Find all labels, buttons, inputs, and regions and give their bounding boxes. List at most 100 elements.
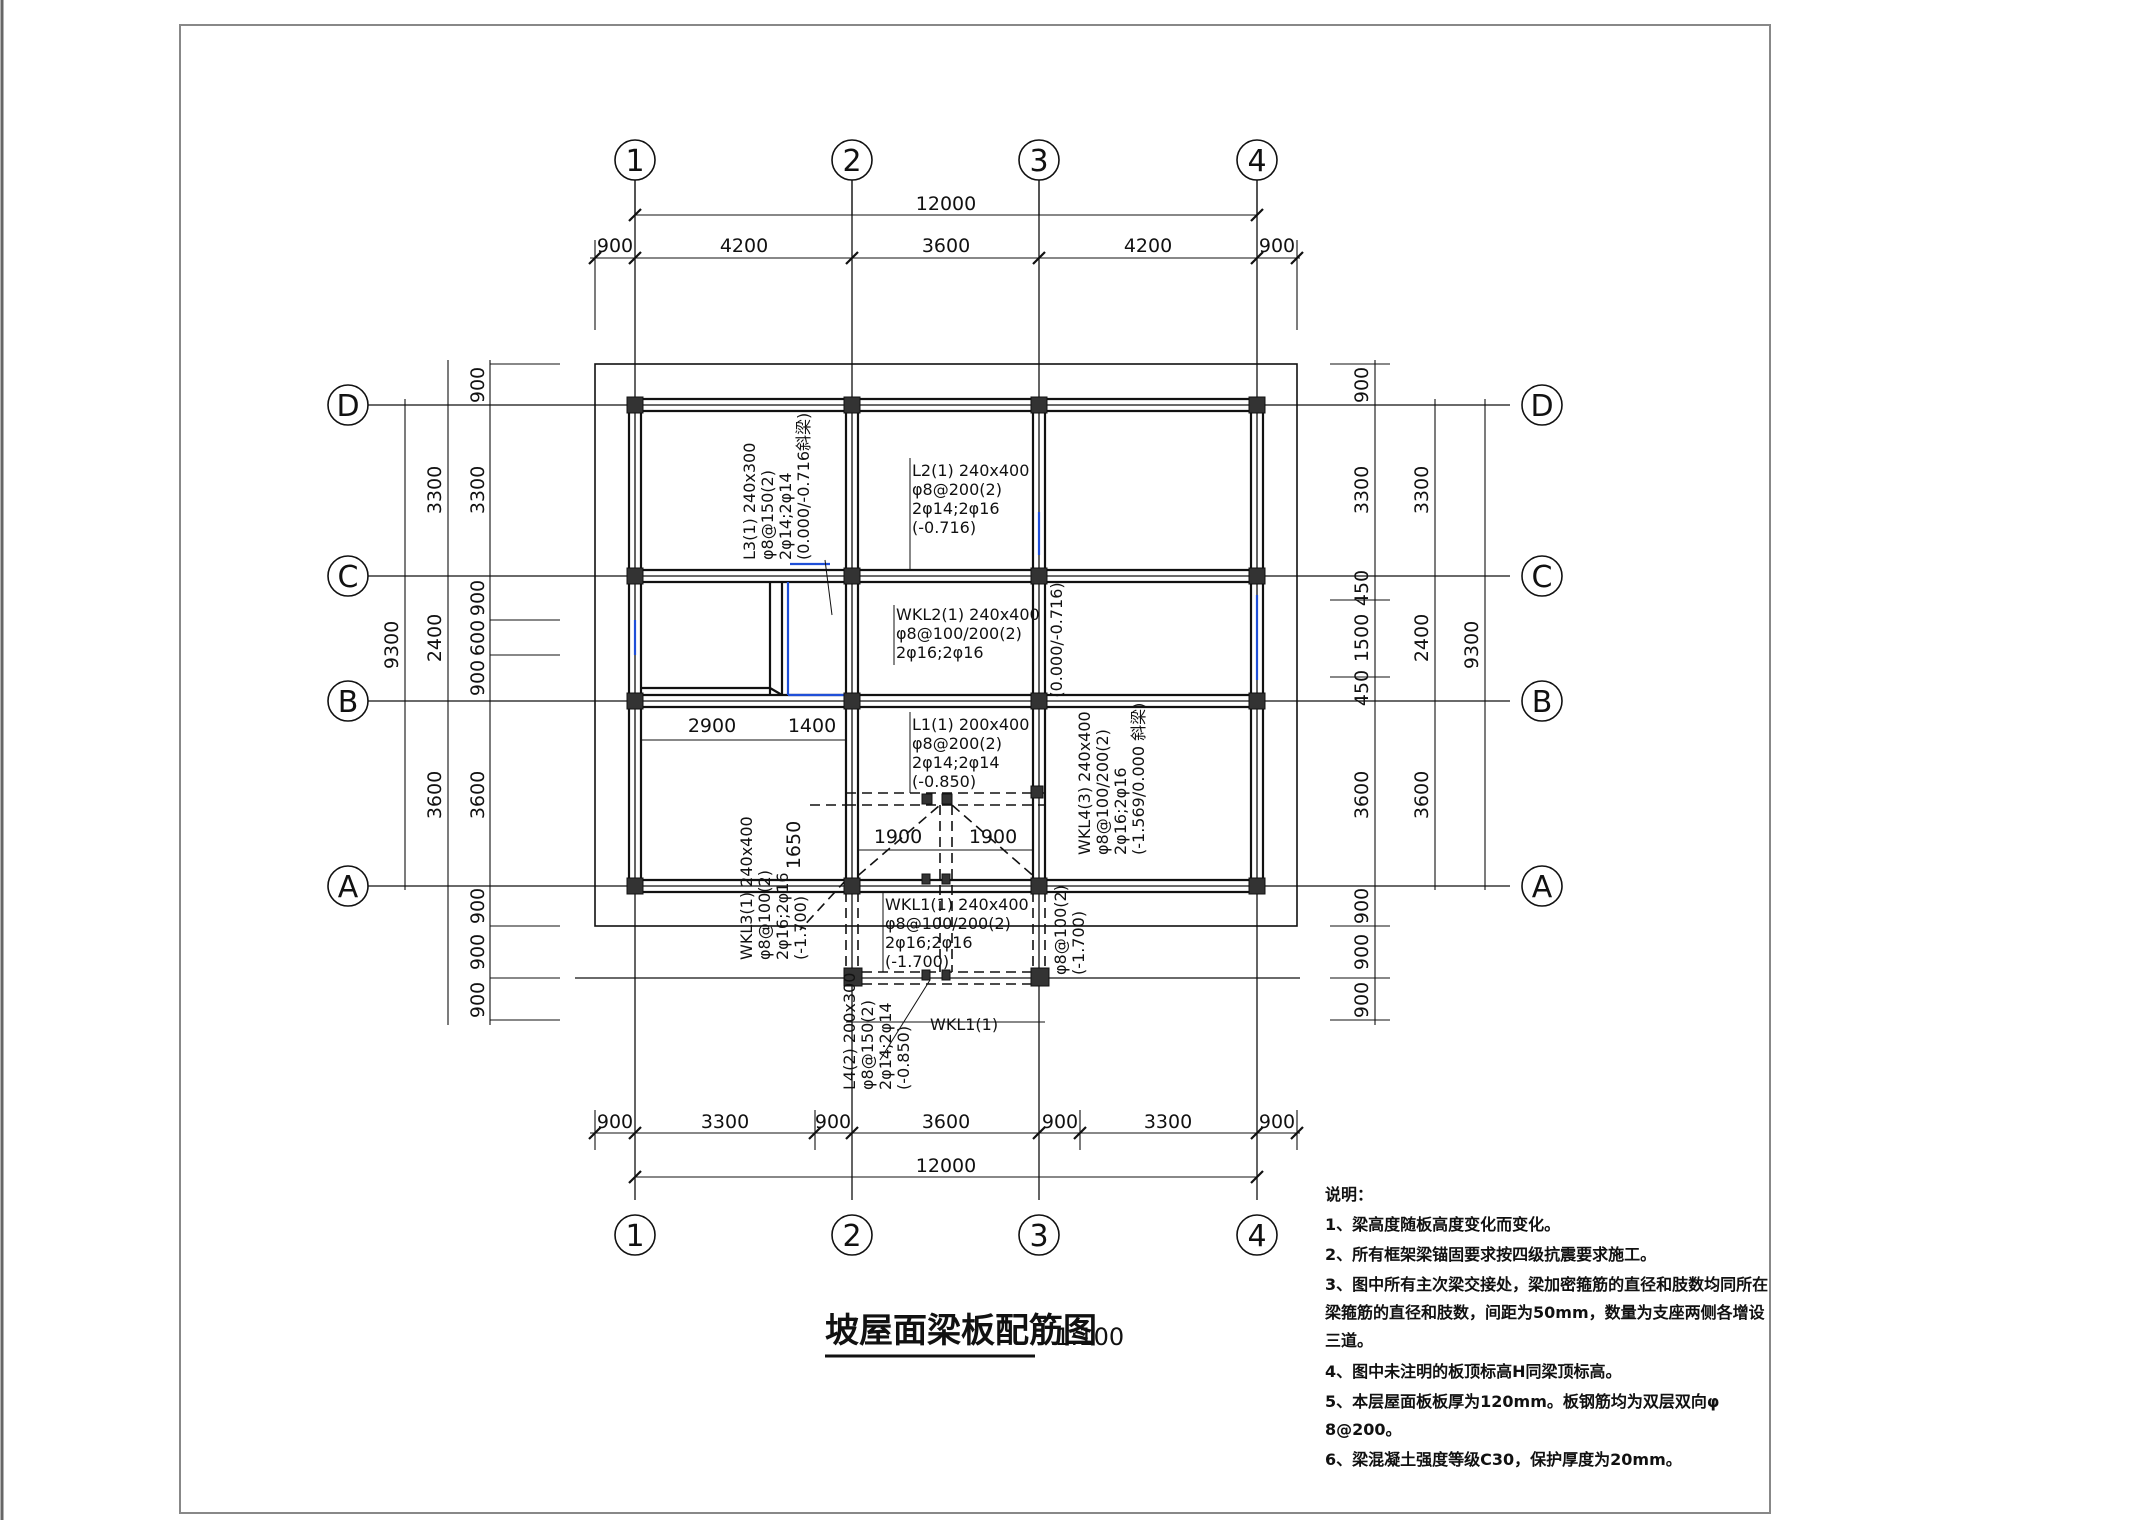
dim-right-detail-1: 900	[1351, 367, 1373, 403]
wkl3-line-2: φ8@100(2)	[755, 870, 774, 960]
dim-right-detail-7: 900	[1351, 888, 1373, 924]
wkl2-line-3: 2φ16;2φ16	[896, 643, 984, 662]
axis-bubble-stems	[634, 180, 1258, 215]
dim-left-detail-7: 900	[467, 888, 489, 924]
dim-left-detail-1: 900	[467, 367, 489, 403]
wkl1-line-4: (-1.700)	[885, 952, 949, 971]
dim-bottom-seg-7: 900	[1259, 1111, 1295, 1133]
roof-outline	[594, 363, 1298, 927]
l3-line-4: (0.000/-0.716斜梁)	[794, 413, 813, 560]
dim-bottom-seg-3: 900	[815, 1111, 851, 1133]
dim-bottom-seg-6: 3300	[1144, 1111, 1192, 1133]
dim-right-bay-1: 3300	[1411, 466, 1433, 514]
dim-left-detail-9: 900	[467, 982, 489, 1018]
wkl2-line-1: WKL2(1) 240x400	[896, 605, 1040, 624]
beam-label-wkl2: WKL2(1) 240x400 φ8@100/200(2) 2φ16;2φ16	[896, 605, 1040, 662]
dim-inner-2900: 2900	[688, 715, 736, 737]
beam-label-l2: L2(1) 240x400 φ8@200(2) 2φ14;2φ16 (-0.71…	[912, 461, 1029, 537]
note-line-2: 2、所有框架梁锚固要求按四级抗震要求施工。	[1325, 1245, 1656, 1264]
wkl2-side-elevation: (0.000/-0.716)	[1047, 582, 1066, 697]
dim-top-bay-3: 4200	[1124, 235, 1172, 257]
dim-right-detail-9: 900	[1351, 982, 1373, 1018]
beam-label-l1: L1(1) 200x400 φ8@200(2) 2φ14;2φ14 (-0.85…	[912, 715, 1029, 791]
dim-left-detail-5: 900	[467, 660, 489, 696]
axis-bubbles	[327, 139, 1563, 1256]
notes-block: 说明： 1、梁高度随板高度变化而变化。 2、所有框架梁锚固要求按四级抗震要求施工…	[1324, 1185, 1768, 1469]
axis-label-row-a: A	[338, 870, 359, 905]
dimension-lines	[404, 214, 1486, 1178]
dim-top-bay-1: 4200	[720, 235, 768, 257]
wkl4-line-4: (-1.569/0.000 斜梁)	[1129, 703, 1148, 855]
note-line-1: 1、梁高度随板高度变化而变化。	[1325, 1215, 1560, 1234]
beam-label-wkl1: WKL1(1) 240x400 φ8@100/200(2) 2φ16;2φ16 …	[885, 895, 1029, 971]
note-line-7: 5、本层屋面板板厚为120mm。板钢筋均为双层双向φ	[1325, 1392, 1719, 1411]
dim-right-detail-8: 900	[1351, 934, 1373, 970]
wkl3-line-3: 2φ16;2φ16	[773, 872, 792, 960]
dim-left-detail-6: 3600	[467, 771, 489, 819]
l4-line-2: φ8@150(2)	[858, 1000, 877, 1090]
wkl2-line-2: φ8@100/200(2)	[896, 624, 1022, 643]
dim-top-bay-2: 3600	[922, 235, 970, 257]
notes-heading: 说明：	[1325, 1185, 1373, 1204]
dim-left-detail-8: 900	[467, 934, 489, 970]
axis-label-col-4: 4	[1247, 144, 1266, 179]
beam-label-l3: L3(1) 240x300 φ8@150(2) 2φ14;2φ14 (0.000…	[740, 413, 813, 560]
page-border	[179, 24, 1771, 1514]
l4-line-1: L4(2) 200x300	[840, 973, 859, 1090]
dim-right-detail-3: 450	[1351, 570, 1373, 606]
dimension-ticks	[588, 208, 1304, 1184]
l2-line-4: (-0.716)	[912, 518, 976, 537]
columns	[626, 396, 1266, 987]
wkl4-line-1: WKL4(3) 240x400	[1075, 711, 1094, 855]
dim-left-bay-3: 3600	[424, 771, 446, 819]
note-line-9: 6、梁混凝土强度等级C30，保护厚度为20mm。	[1325, 1450, 1682, 1469]
l2-line-1: L2(1) 240x400	[912, 461, 1029, 480]
dim-top-overhang-right: 900	[1259, 235, 1295, 257]
l3-line-2: φ8@150(2)	[758, 470, 777, 560]
axis-label-col-2: 2	[842, 144, 861, 179]
l3-leader	[824, 559, 833, 616]
l1-line-1: L1(1) 200x400	[912, 715, 1029, 734]
axis-label-row-b-right: B	[1532, 685, 1553, 720]
axis-label-col-3: 3	[1029, 144, 1048, 179]
l4-leader	[879, 979, 931, 1061]
wkl3-line-4: (-1.700)	[791, 896, 810, 960]
note-line-4: 梁箍筋的直径和肢数，间距为50mm，数量为支座两侧各增设	[1324, 1303, 1766, 1322]
l4-line-3: 2φ14;2φ14	[876, 1002, 895, 1090]
beam-label-wkl4: WKL4(3) 240x400 φ8@100/200(2) 2φ16;2φ16 …	[1075, 703, 1148, 855]
dim-left-bay-2: 2400	[424, 614, 446, 662]
dim-bottom-total: 12000	[916, 1155, 976, 1177]
l1-line-2: φ8@200(2)	[912, 734, 1002, 753]
dim-top-total: 12000	[916, 193, 976, 215]
dim-right-bay-3: 3600	[1411, 771, 1433, 819]
dim-bottom-seg-5: 900	[1042, 1111, 1078, 1133]
wkl3-line-1: WKL3(1) 240x400	[737, 816, 756, 960]
beam-label-wkl3: WKL3(1) 240x400 φ8@100(2) 2φ16;2φ16 (-1.…	[737, 816, 810, 960]
dim-left-detail-2: 3300	[467, 466, 489, 514]
l3-line-1: L3(1) 240x300	[740, 443, 759, 560]
dim-inner-1900a: 1900	[874, 826, 922, 848]
wkl1-line-2: φ8@100/200(2)	[885, 914, 1011, 933]
l4-line-4: (-0.850)	[894, 1026, 913, 1090]
wkl1-line-1: WKL1(1) 240x400	[885, 895, 1029, 914]
l1-line-4: (-0.850)	[912, 772, 976, 791]
wkl1-side-line-2: (-1.700)	[1069, 911, 1088, 975]
axis-label-col-4-bottom: 4	[1247, 1219, 1266, 1254]
dim-right-total: 9300	[1461, 621, 1483, 669]
dim-left-bay-1: 3300	[424, 466, 446, 514]
dim-top-overhang-left: 900	[597, 235, 633, 257]
dim-inner-1650: 1650	[783, 821, 805, 869]
axis-label-col-1: 1	[625, 144, 644, 179]
beam-label-l4: L4(2) 200x300 φ8@150(2) 2φ14;2φ14 (-0.85…	[840, 973, 913, 1090]
axis-label-row-b: B	[338, 685, 359, 720]
dim-bottom-seg-4: 3600	[922, 1111, 970, 1133]
dim-right-detail-4: 1500	[1351, 614, 1373, 662]
axis-label-col-3-bottom: 3	[1029, 1219, 1048, 1254]
wkl1-tag: WKL1(1)	[930, 1015, 998, 1034]
dim-left-detail-3: 900	[467, 580, 489, 616]
axis-label-row-a-right: A	[1532, 870, 1553, 905]
l3-line-3: 2φ14;2φ14	[776, 472, 795, 560]
wkl4-line-2: φ8@100/200(2)	[1093, 729, 1112, 855]
l2-line-2: φ8@200(2)	[912, 480, 1002, 499]
